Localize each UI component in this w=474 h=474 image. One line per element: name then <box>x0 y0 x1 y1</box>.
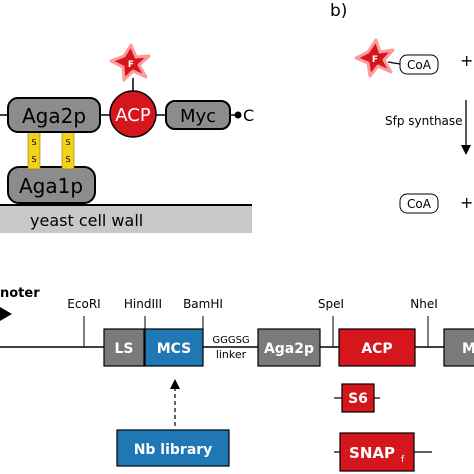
promoter-label: noter <box>0 286 40 301</box>
coa-product-box <box>399 193 439 214</box>
ls-label: LS <box>114 341 133 357</box>
myc-label: Myc <box>180 106 216 127</box>
linker-label: linker <box>216 348 247 361</box>
fluorophore-label-b: F <box>372 55 378 65</box>
acp-construct-label: ACP <box>361 341 392 357</box>
cell-wall <box>0 205 252 233</box>
aga1p-label: Aga1p <box>19 174 83 198</box>
nhei-label: NheI <box>410 297 438 311</box>
linker-sequence: GGGSG <box>212 335 249 346</box>
snap-subscript: f <box>401 455 405 465</box>
coa-label: CoA <box>407 58 432 72</box>
aga2p-construct-label: Aga2p <box>264 341 314 357</box>
snap-box <box>339 432 415 472</box>
aga2p-box <box>7 97 101 133</box>
aga1p-box <box>7 166 96 204</box>
coa-box <box>399 54 439 75</box>
s6-box <box>341 383 375 413</box>
fluorophore-label-a: F <box>128 60 134 70</box>
fluorophore-star-icon-a: F <box>109 43 151 82</box>
ss-right-bottom: S <box>65 155 70 164</box>
ss-left-top: S <box>31 138 36 147</box>
ss-left-bottom: S <box>31 155 36 164</box>
panel-b-label: b) <box>330 1 347 21</box>
spei-label: SpeI <box>318 297 344 311</box>
mcs-box <box>144 328 204 367</box>
promoter-arrow-icon <box>0 307 12 321</box>
mcs-label: MCS <box>157 341 192 357</box>
c-terminus-label: C <box>243 106 254 125</box>
c-terminus-dot <box>234 111 242 119</box>
coa-product-label: CoA <box>407 197 432 211</box>
s6-label: S6 <box>348 391 368 407</box>
plus-sign-product: + <box>460 193 473 212</box>
fluorophore-star-icon-b: F <box>354 38 395 78</box>
nb-library-label: Nb library <box>134 442 213 458</box>
bamhi-label: BamHI <box>183 297 223 311</box>
acp-construct-box <box>338 328 416 367</box>
myc-construct-label: M <box>462 341 474 357</box>
coa-link <box>387 61 401 65</box>
ls-box <box>103 328 145 367</box>
snap-label: SNAP <box>349 444 395 462</box>
hindiii-label: HindIII <box>124 297 162 311</box>
aga2p-construct-box <box>257 328 321 367</box>
acp-label: ACP <box>115 105 151 126</box>
reaction-arrowhead-icon <box>461 145 471 155</box>
ecori-label: EcoRI <box>67 297 100 311</box>
nb-library-box <box>116 429 230 467</box>
cell-wall-label: yeast cell wall <box>30 211 143 230</box>
myc-box <box>165 100 231 130</box>
aga2p-label: Aga2p <box>22 104 86 128</box>
myc-construct-box <box>443 328 474 367</box>
ss-right-top: S <box>65 138 70 147</box>
enzyme-label: Sfp synthase <box>385 114 463 128</box>
plus-sign: + <box>460 51 473 70</box>
library-arrowhead-icon <box>170 379 180 389</box>
